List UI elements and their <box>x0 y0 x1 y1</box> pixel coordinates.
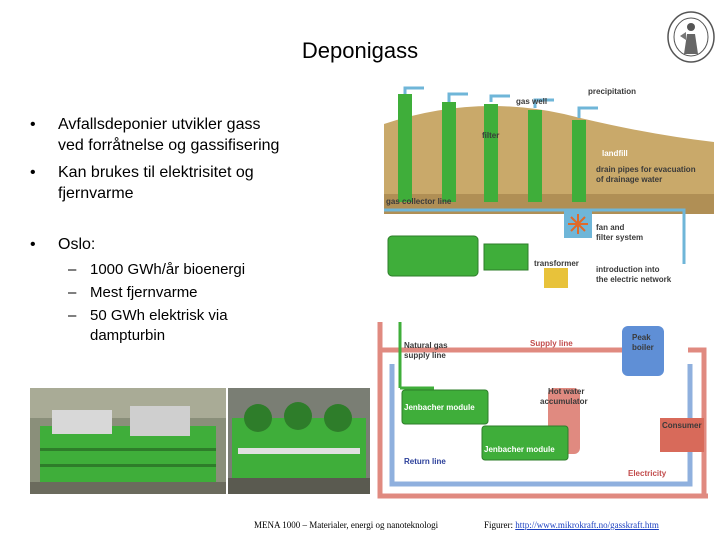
fan-label-2: filter system <box>596 233 643 242</box>
figure-credit: Figurer: http://www.mikrokraft.no/gasskr… <box>484 520 659 530</box>
peak-boiler-label-2: boiler <box>632 343 654 352</box>
gas-engine-photo-1 <box>30 388 226 494</box>
page-title: Deponigass <box>301 38 419 63</box>
peak-boiler-label-1: Peak <box>632 333 651 342</box>
drain-label-2: of drainage water <box>596 175 662 184</box>
subbullet-2-text: Mest fjernvarme <box>90 284 198 301</box>
natural-gas-label-2: supply line <box>404 351 446 360</box>
credit-prefix: Figurer: <box>484 520 516 530</box>
intro-label-2: the electric network <box>596 275 672 284</box>
fan-label-1: fan and <box>596 223 625 232</box>
subbullet-3-line1: 50 GWh elektrisk via <box>90 307 228 324</box>
return-line-label: Return line <box>404 457 446 466</box>
consumer-label: Consumer <box>662 421 702 430</box>
electricity-label: Electricity <box>628 469 667 478</box>
gas-engine-photo-2 <box>228 388 370 494</box>
bullet-2-line2: fjernvarme <box>58 185 134 202</box>
transformer-label: transformer <box>534 259 579 268</box>
bullet-3-line1: Oslo: <box>58 236 96 253</box>
module-label-2: Jenbacher module <box>484 445 555 454</box>
precipitation-label: precipitation <box>588 87 636 96</box>
dash-symbol: – <box>68 284 77 301</box>
subbullet-3-line2: dampturbin <box>90 327 166 344</box>
gas-well-label: gas well <box>516 97 547 106</box>
intro-label-1: introduction into <box>596 265 660 274</box>
footer-course: MENA 1000 – Materialer, energi og nanote… <box>254 520 439 530</box>
bullet-1-line1: Avfallsdeponier utvikler gass <box>58 116 261 133</box>
natural-gas-label-1: Natural gas <box>404 341 448 350</box>
landfill-gas-diagram: precipitation gas well filter landfill d… <box>384 84 714 294</box>
bullet-2-line1: Kan brukes til elektrisitet og <box>58 164 254 181</box>
bullet-1: • Avfallsdeponier utvikler gass ved forr… <box>30 114 350 158</box>
bullet-3: • Oslo: <box>30 234 350 256</box>
subbullet-1: – 1000 GWh/år bioenergi <box>68 260 328 280</box>
landfill-label: landfill <box>602 149 628 158</box>
bullet-symbol: • <box>30 236 36 253</box>
bullet-1-line2: ved forråtnelse og gassifisering <box>58 137 280 154</box>
dash-symbol: – <box>68 307 77 324</box>
district-heating-diagram: Natural gas supply line Supply line Peak… <box>374 318 714 500</box>
drain-label-1: drain pipes for evacuation <box>596 165 696 174</box>
module-label-1: Jenbacher module <box>404 403 475 412</box>
gas-collector-label: gas collector line <box>386 197 452 206</box>
supply-line-label: Supply line <box>530 339 573 348</box>
bullet-symbol: • <box>30 116 36 133</box>
subbullet-2: – Mest fjernvarme <box>68 283 328 303</box>
subbullet-1-text: 1000 GWh/år bioenergi <box>90 261 246 278</box>
dash-symbol: – <box>68 261 77 278</box>
subbullet-3: – 50 GWh elektrisk via dampturbin <box>68 306 328 346</box>
credit-link[interactable]: http://www.mikrokraft.no/gasskraft.htm <box>515 520 659 530</box>
hot-water-label-2: accumulator <box>540 397 588 406</box>
hot-water-label-1: Hot water <box>548 387 584 396</box>
bullet-symbol: • <box>30 164 36 181</box>
filter-label: filter <box>482 131 499 140</box>
bullet-2: • Kan brukes til elektrisitet og fjernva… <box>30 162 350 206</box>
university-seal-icon <box>667 11 715 63</box>
